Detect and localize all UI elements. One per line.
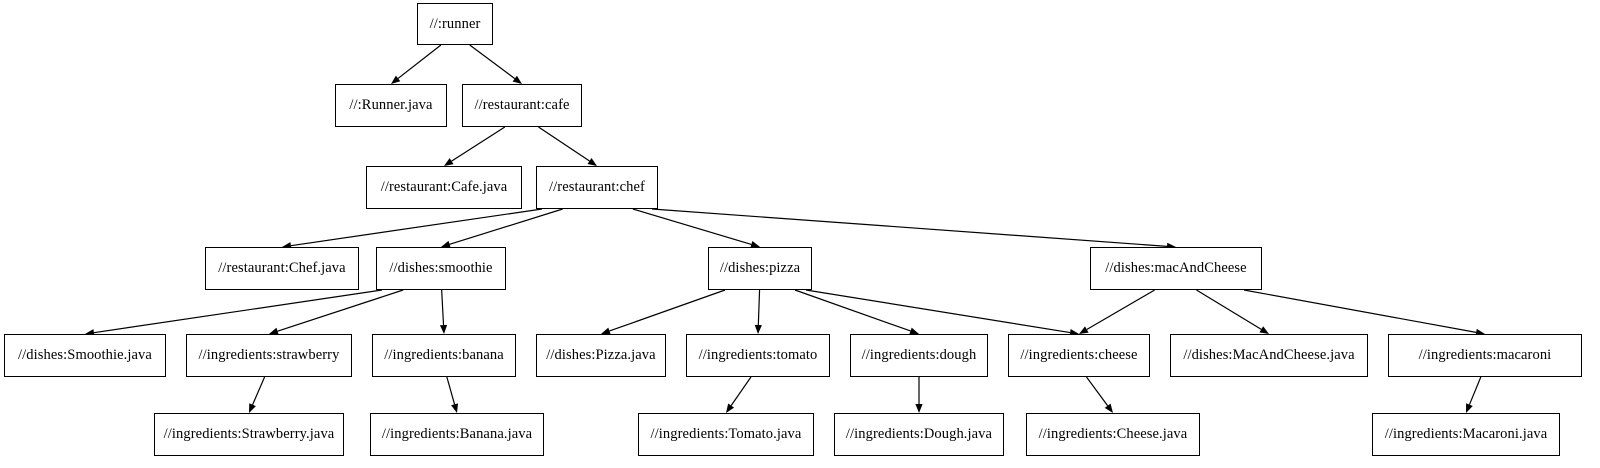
- graph-node-ing_dough_java[interactable]: //ingredients:Dough.java: [834, 413, 1004, 456]
- graph-node-label: //ingredients:banana: [384, 347, 504, 364]
- graph-node-restaurant_cafe_java[interactable]: //restaurant:Cafe.java: [366, 166, 522, 209]
- graph-node-label: //ingredients:Strawberry.java: [163, 426, 335, 443]
- graph-node-label: //ingredients:cheese: [1020, 347, 1138, 364]
- graph-node-runner[interactable]: //:runner: [417, 3, 493, 45]
- graph-node-label: //ingredients:Cheese.java: [1038, 426, 1188, 443]
- graph-node-restaurant_chef_java[interactable]: //restaurant:Chef.java: [205, 247, 359, 290]
- graph-node-label: //restaurant:chef: [549, 179, 645, 196]
- graph-node-label: //ingredients:dough: [861, 347, 977, 364]
- graph-node-label: //restaurant:Cafe.java: [380, 179, 508, 196]
- graph-node-label: //dishes:Smoothie.java: [18, 347, 152, 364]
- graph-node-label: //ingredients:Banana.java: [381, 426, 533, 443]
- graph-node-label: //dishes:pizza: [719, 260, 801, 277]
- graph-node-label: //dishes:MacAndCheese.java: [1183, 347, 1355, 364]
- graph-node-label: //dishes:macAndCheese: [1105, 260, 1247, 277]
- graph-node-label: //restaurant:cafe: [474, 97, 570, 114]
- graph-node-label: //ingredients:Dough.java: [845, 426, 993, 443]
- graph-node-restaurant_cafe[interactable]: //restaurant:cafe: [462, 84, 582, 127]
- graph-node-ing_banana[interactable]: //ingredients:banana: [372, 334, 516, 377]
- graph-node-dishes_smoothie[interactable]: //dishes:smoothie: [376, 247, 506, 290]
- graph-node-label: //:Runner.java: [349, 97, 433, 114]
- graph-node-label: //dishes:Pizza.java: [546, 347, 656, 364]
- graph-node-dishes_pizza_java[interactable]: //dishes:Pizza.java: [536, 334, 666, 377]
- graph-node-label: //ingredients:macaroni: [1418, 347, 1552, 364]
- graph-node-ing_macaroni_java[interactable]: //ingredients:Macaroni.java: [1372, 413, 1560, 456]
- graph-node-label: //ingredients:Macaroni.java: [1384, 426, 1548, 443]
- graph-node-label: //ingredients:Tomato.java: [650, 426, 802, 443]
- graph-node-label: //ingredients:tomato: [698, 347, 818, 364]
- graph-node-label: //:runner: [429, 15, 481, 32]
- graph-node-ing_strawberry_java[interactable]: //ingredients:Strawberry.java: [154, 413, 344, 456]
- graph-node-runner_java[interactable]: //:Runner.java: [335, 84, 447, 127]
- graph-node-ing_tomato_java[interactable]: //ingredients:Tomato.java: [638, 413, 814, 456]
- graph-node-dishes_macandcheese[interactable]: //dishes:macAndCheese: [1090, 247, 1262, 290]
- graph-node-dishes_smoothie_java[interactable]: //dishes:Smoothie.java: [4, 334, 166, 377]
- graph-node-restaurant_chef[interactable]: //restaurant:chef: [536, 166, 658, 209]
- graph-node-label: //ingredients:strawberry: [198, 347, 340, 364]
- graph-node-label: //dishes:smoothie: [389, 260, 493, 277]
- graph-node-ing_strawberry[interactable]: //ingredients:strawberry: [186, 334, 352, 377]
- graph-node-ing_macaroni[interactable]: //ingredients:macaroni: [1388, 334, 1582, 377]
- graph-node-label: //restaurant:Chef.java: [218, 260, 346, 277]
- graph-node-ing_cheese[interactable]: //ingredients:cheese: [1008, 334, 1150, 377]
- graph-node-ing_banana_java[interactable]: //ingredients:Banana.java: [370, 413, 544, 456]
- graph-node-dishes_pizza[interactable]: //dishes:pizza: [708, 247, 812, 290]
- graph-node-ing_dough[interactable]: //ingredients:dough: [850, 334, 988, 377]
- graph-node-ing_cheese_java[interactable]: //ingredients:Cheese.java: [1026, 413, 1200, 456]
- graph-node-ing_tomato[interactable]: //ingredients:tomato: [686, 334, 830, 377]
- graph-node-dishes_macandcheese_java[interactable]: //dishes:MacAndCheese.java: [1170, 334, 1368, 377]
